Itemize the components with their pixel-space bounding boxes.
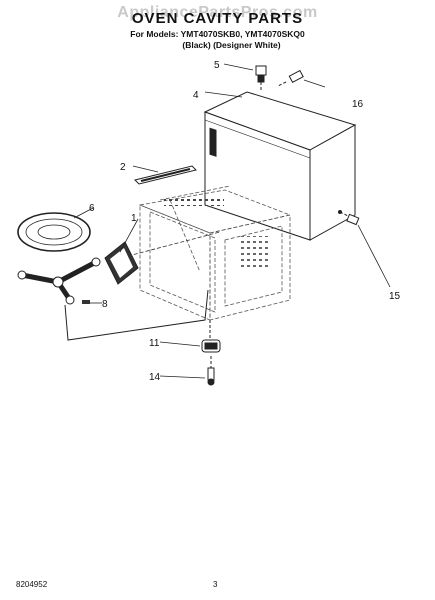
side-screw-top: [277, 69, 304, 87]
side-screw-rear: [339, 211, 360, 226]
callout-14: 14: [149, 372, 161, 383]
callout-5: 5: [214, 60, 220, 71]
callout-15: 15: [389, 291, 401, 302]
document-number: 8204952: [16, 580, 48, 589]
callout-4: 4: [193, 90, 199, 101]
model-info: For Models: YMT4070SKB0, YMT4070SKQ0 (Bl…: [0, 29, 435, 51]
models-line: For Models: YMT4070SKB0, YMT4070SKQ0: [130, 29, 305, 39]
drive-coupler: [201, 320, 221, 353]
watermark-text: AppliancePartsPros.com: [117, 4, 318, 21]
assembly-outline: [64, 289, 209, 341]
turntable-support: [17, 257, 101, 305]
bottom-screw: [207, 356, 215, 386]
variants-line: (Black) (Designer White): [182, 40, 281, 50]
callout-6: 6: [89, 203, 95, 214]
callout-8: 8: [102, 299, 108, 310]
waveguide-cover: [104, 231, 221, 285]
support-screw: [82, 300, 90, 304]
cabinet-wrapper: [203, 91, 357, 241]
callout-leaders: [73, 63, 391, 379]
top-screw: [255, 65, 267, 92]
callout-11: 11: [149, 338, 160, 349]
callout-16: 16: [352, 99, 364, 110]
oven-cavity-outline: [138, 185, 292, 321]
turntable-glass-tray: [17, 212, 91, 252]
page-title: OVEN CAVITY PARTS: [131, 10, 304, 27]
callout-1: 1: [131, 213, 137, 224]
callout-2: 2: [120, 162, 126, 173]
page-number: 3: [213, 580, 218, 589]
side-vent-holes: [240, 236, 268, 270]
vent-strip: [134, 165, 197, 185]
exploded-parts-diagram: 5 4 16 2 1 6 8 15 11 14: [17, 60, 401, 386]
cavity-vent-holes: [164, 196, 224, 206]
